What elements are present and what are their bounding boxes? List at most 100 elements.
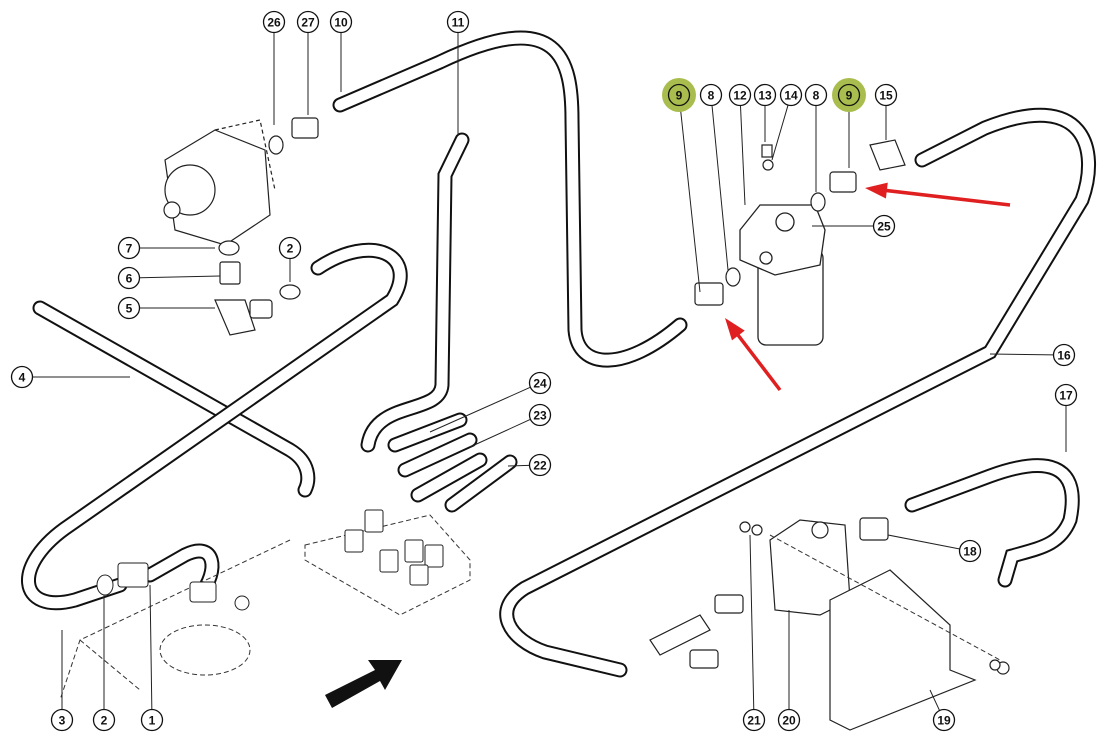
- callout-20: 20: [777, 708, 801, 732]
- callout-circle: [92, 708, 116, 732]
- callout-label: 9: [846, 89, 853, 103]
- callout-label: 19: [937, 714, 951, 728]
- callout-label: 6: [126, 272, 133, 286]
- callout-label: 14: [784, 89, 798, 103]
- callout-circle: [117, 296, 141, 320]
- callout-label: 3: [59, 714, 66, 728]
- callout-circle: [296, 10, 320, 34]
- callout-11: 11: [446, 10, 470, 34]
- callout-label: 5: [126, 302, 133, 316]
- red-arrow-head-icon: [725, 318, 745, 341]
- fittings: [214, 117, 1010, 731]
- callout-circle: [667, 83, 691, 107]
- callout-label: 9: [676, 89, 683, 103]
- red-arrow-head-icon: [865, 182, 888, 199]
- callout-25: 25: [872, 214, 896, 238]
- callout-circle: [528, 453, 552, 477]
- callout-label: 1: [149, 714, 156, 728]
- callout-circle: [728, 83, 752, 107]
- callout-1: 1: [140, 708, 164, 732]
- callout-label: 10: [334, 16, 348, 30]
- hose-fill: [389, 414, 516, 511]
- callout-label: 8: [813, 89, 820, 103]
- callout-label: 16: [1057, 349, 1071, 363]
- callout-12: 12: [728, 83, 752, 107]
- callout-17: 17: [1054, 383, 1078, 407]
- callout-label: 4: [19, 371, 26, 385]
- callout-19: 19: [932, 708, 956, 732]
- manifold-plate: [59, 514, 1001, 701]
- leader-line: [679, 105, 701, 293]
- callout-18: 18: [958, 539, 982, 563]
- callout-2: 2: [92, 708, 116, 732]
- callout-8: 8: [804, 83, 828, 107]
- callout-label: 15: [879, 89, 893, 103]
- hose-fill: [906, 460, 1078, 586]
- leader-line: [429, 387, 531, 433]
- callout-label: 17: [1059, 389, 1073, 403]
- hose-fill: [501, 109, 1094, 676]
- callout-circle: [528, 403, 552, 427]
- callout-24: 24: [528, 371, 552, 395]
- callout-label: 18: [963, 545, 977, 559]
- callout-circle: [958, 539, 982, 563]
- callout-label: 26: [267, 16, 281, 30]
- callout-10: 10: [329, 10, 353, 34]
- callout-circle: [1052, 343, 1076, 367]
- hose-outline: [904, 458, 1080, 588]
- callout-21: 21: [742, 708, 766, 732]
- red-arrow-shaft: [730, 325, 782, 392]
- callout-label: 13: [758, 89, 772, 103]
- callout-circle: [10, 365, 34, 389]
- hydraulic-pump: [163, 119, 276, 246]
- leader-line: [711, 105, 729, 271]
- callout-circle: [117, 236, 141, 260]
- callout-label: 8: [708, 89, 715, 103]
- callout-circle: [140, 708, 164, 732]
- callout-circle: [779, 83, 803, 107]
- leader-line: [507, 464, 530, 467]
- callout-circle: [50, 708, 74, 732]
- callout-label: 24: [533, 377, 547, 391]
- callout-14: 14: [779, 83, 803, 107]
- callout-label: 23: [533, 409, 547, 423]
- red-arrow-shaft: [882, 188, 1011, 207]
- port-fittings: [96, 509, 444, 611]
- callout-label: 11: [452, 16, 465, 30]
- callout-circle: [777, 708, 801, 732]
- callout-circle: [742, 708, 766, 732]
- callout-circle: [528, 371, 552, 395]
- callout-label: 2: [101, 714, 108, 728]
- leader-line: [740, 105, 746, 206]
- callout-circle: [804, 83, 828, 107]
- callout-circle: [329, 10, 353, 34]
- hose-fill: [34, 302, 314, 496]
- callout-label: 20: [782, 714, 796, 728]
- callout-circle: [117, 266, 141, 290]
- callout-highlight: [832, 78, 866, 112]
- red-pointer-arrows: [725, 182, 1011, 392]
- filter-housing: [739, 204, 826, 346]
- callout-circle: [699, 83, 723, 107]
- leader-line: [749, 534, 755, 710]
- leader-line: [139, 275, 221, 279]
- callout-8: 8: [699, 83, 723, 107]
- callout-7: 7: [117, 236, 141, 260]
- callout-26: 26: [262, 10, 286, 34]
- callout-label: 21: [747, 714, 761, 728]
- hoses: [21, 30, 1096, 678]
- hose-fill: [362, 134, 468, 451]
- parts: [59, 117, 1010, 731]
- hose-fill: [23, 244, 406, 609]
- callout-22: 22: [528, 453, 552, 477]
- callout-27: 27: [296, 10, 320, 34]
- callout-3: 3: [50, 708, 74, 732]
- callout-highlight: [662, 78, 696, 112]
- callout-label: 25: [877, 220, 891, 234]
- callout-label: 7: [126, 242, 133, 256]
- callout-9: 9: [832, 78, 866, 112]
- callout-label: 2: [287, 242, 294, 256]
- callout-6: 6: [117, 266, 141, 290]
